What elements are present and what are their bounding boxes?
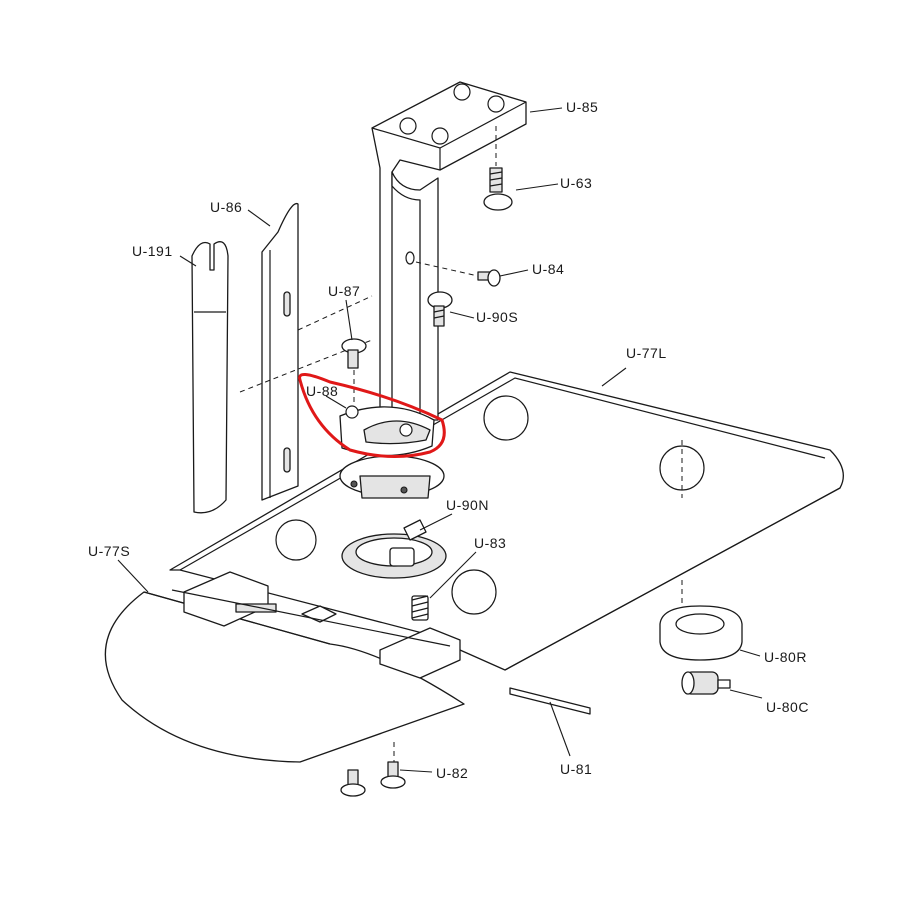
label-u85: U-85	[566, 99, 598, 115]
label-u84: U-84	[532, 261, 564, 277]
label-u77s: U-77S	[88, 543, 130, 559]
leader-lines	[117, 107, 763, 773]
ring-u80r	[659, 580, 743, 661]
table-plate-u77l	[169, 371, 844, 671]
label-u87: U-87	[328, 283, 360, 299]
bobbin-assembly-u90n	[341, 519, 447, 579]
label-u81: U-81	[560, 761, 592, 777]
upright-bracket-u85	[371, 81, 527, 421]
screw-u84	[415, 261, 501, 287]
label-u191: U-191	[132, 243, 173, 259]
label-u88: U-88	[306, 383, 338, 399]
screws-u82	[340, 742, 406, 797]
slide-mechanism	[171, 571, 461, 679]
label-u82: U-82	[436, 765, 468, 781]
label-u77l: U-77L	[626, 345, 667, 361]
rod-u81	[509, 687, 591, 715]
label-u80r: U-80R	[764, 649, 807, 665]
spring-u83	[411, 595, 429, 621]
label-u86: U-86	[210, 199, 242, 215]
label-u83: U-83	[474, 535, 506, 551]
label-u63: U-63	[560, 175, 592, 191]
bar-u191	[191, 241, 229, 514]
label-u90s: U-90S	[476, 309, 518, 325]
highlight-circle	[298, 373, 446, 458]
label-u90n: U-90N	[446, 497, 489, 513]
screw-u90s	[427, 291, 453, 390]
screw-u87	[341, 338, 367, 410]
screw-u63	[483, 126, 513, 211]
collar-u80c	[681, 671, 731, 695]
label-u80c: U-80C	[766, 699, 809, 715]
needle-holder-u88	[339, 405, 445, 499]
